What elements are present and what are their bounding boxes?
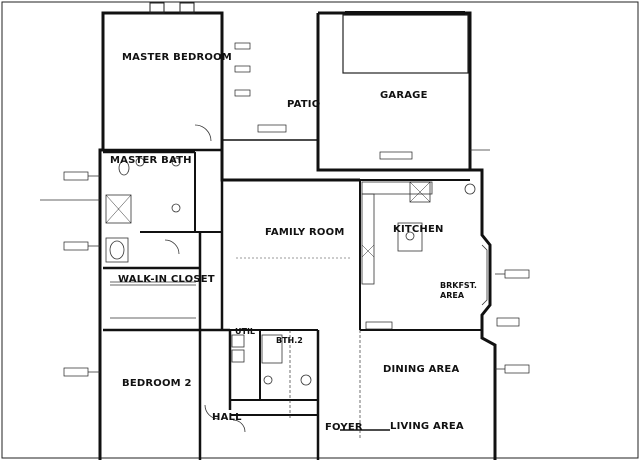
room-label-patio: PATIO [287,99,320,110]
room-label-foyer: FOYER [325,422,363,433]
vent-top-1 [149,2,165,14]
room-label-living-area: LIVING AREA [390,421,464,432]
callout-tags [63,42,530,377]
room-label-master-bedroom: MASTER BEDROOM [122,52,232,63]
room-label-util: UTIL [235,327,255,336]
room-label-garage: GARAGE [380,90,428,101]
room-label-brkfst: BRKFST. [440,281,477,290]
fixtures [105,124,488,440]
room-label-master-bath: MASTER BATH [110,155,192,166]
room-label-walk-in-closet: WALK-IN CLOSET [118,274,215,285]
room-label-dining-area: DINING AREA [383,364,459,375]
room-label-hall: HALL [212,412,242,423]
room-label-brkfst-area: AREA [440,291,465,300]
garage-door-area [342,14,469,74]
leader-lines [40,149,505,373]
room-label-family-room: FAMILY ROOM [265,227,345,238]
room-label-bath-2: BTH.2 [276,336,303,345]
vent-top-2 [179,2,195,14]
room-label-kitchen: KITCHEN [393,224,444,235]
interior-walls [103,148,482,460]
room-label-bedroom-2: BEDROOM 2 [122,378,192,389]
